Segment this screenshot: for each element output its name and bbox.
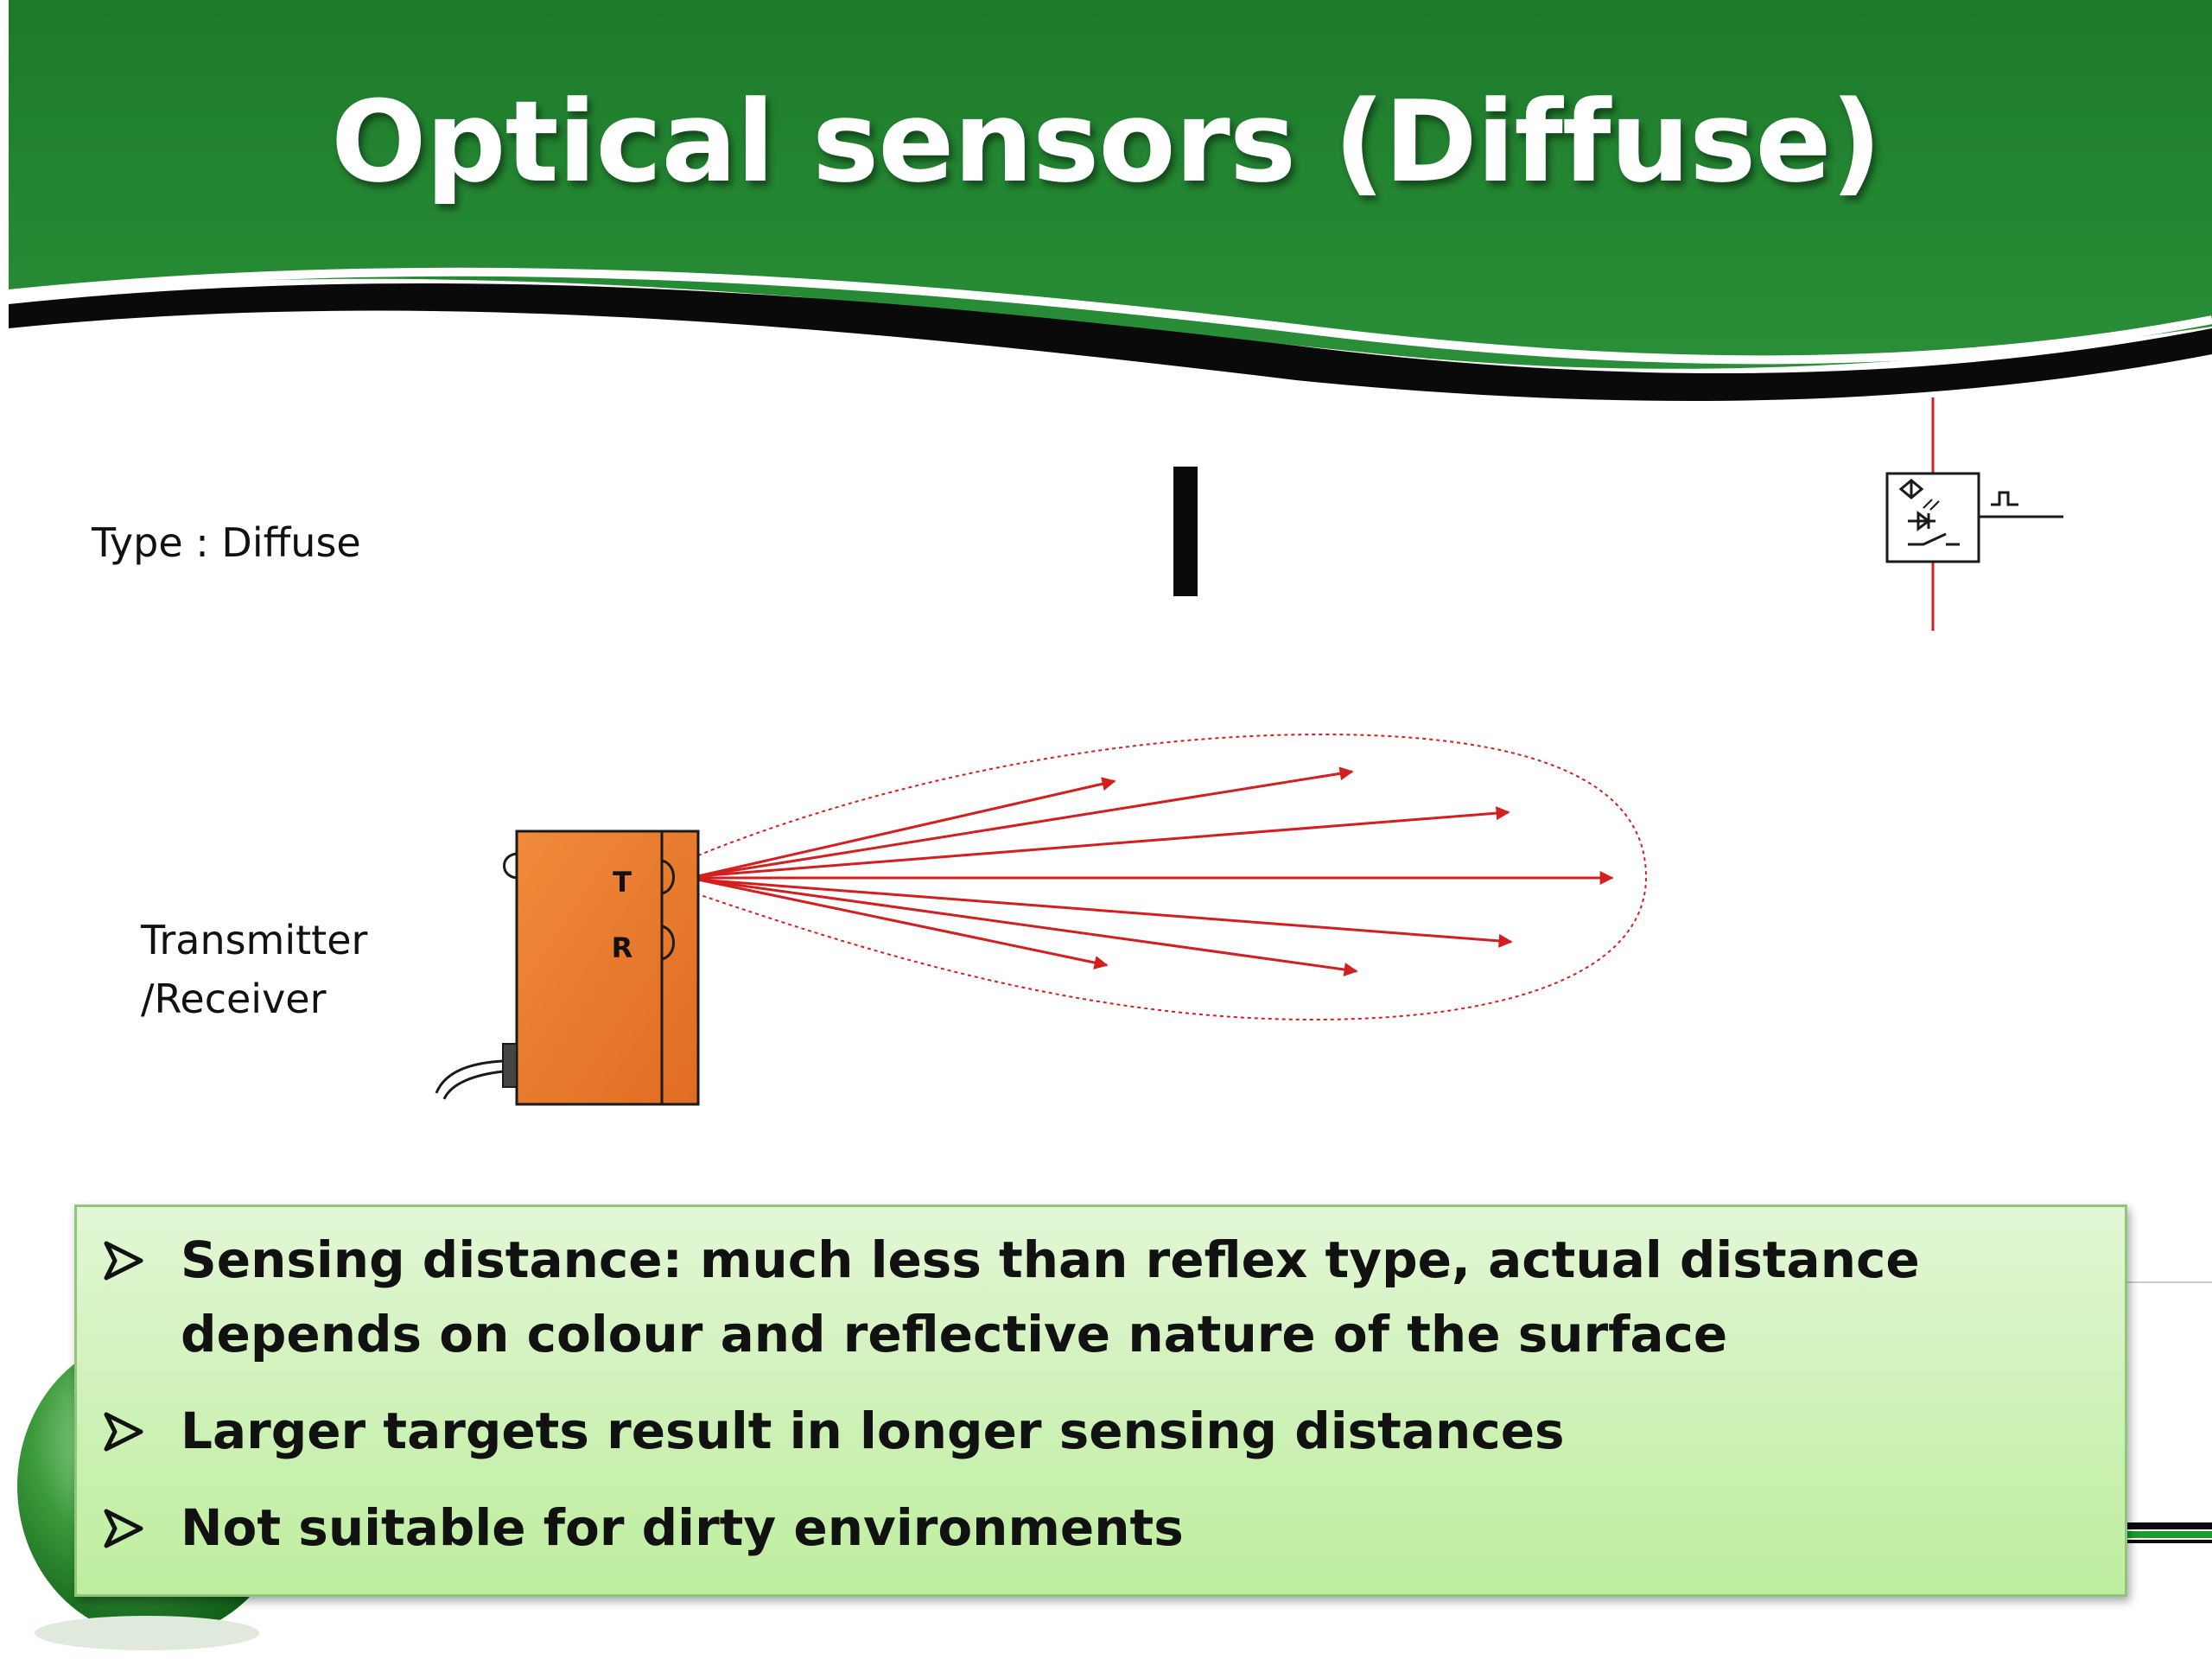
light-beams: [697, 766, 1614, 976]
beam: [697, 878, 1358, 976]
beam: [697, 878, 1513, 948]
cable: [435, 1059, 504, 1100]
target-bar: [1173, 467, 1198, 596]
receiver-label: /Receiver: [141, 976, 327, 1022]
header-banner: [8, 0, 2212, 401]
optical-sensor-symbol-icon: [1885, 397, 2063, 631]
arrowhead-bullet-icon: [104, 1241, 143, 1281]
transmitter-label: Transmitter: [141, 917, 368, 963]
cable-connector: [502, 1043, 518, 1088]
bullet-text: Sensing distance: much less than reflex …: [181, 1230, 1920, 1363]
bullet-text: Larger targets result in longer sensing …: [181, 1402, 1565, 1460]
arrowhead-bullet-icon: [104, 1509, 143, 1548]
receiver-letter: R: [612, 931, 633, 964]
transmitter-letter: T: [613, 866, 632, 899]
bullet-text: Not suitable for dirty environments: [181, 1498, 1184, 1557]
diffuse-sensor-diagram: T R: [435, 397, 2063, 1106]
bullet-item: Larger targets result in longer sensing …: [77, 1394, 2090, 1468]
beam: [697, 777, 1116, 878]
slide-title: Optical sensors (Diffuse): [331, 76, 1882, 207]
pulse-signal-icon: [1991, 491, 2018, 506]
beam: [697, 766, 1354, 878]
header-swoosh: [9, 283, 2212, 401]
type-label: Type : Diffuse: [92, 519, 361, 566]
beam: [697, 806, 1510, 878]
beam: [697, 878, 1109, 969]
arrowhead-bullet-icon: [104, 1412, 143, 1452]
sensor-body: T R: [435, 830, 700, 1106]
bullet-item: Not suitable for dirty environments: [77, 1491, 2090, 1565]
detection-zone-outline: [697, 733, 1648, 1021]
bullet-item: Sensing distance: much less than reflex …: [77, 1223, 2090, 1371]
key-points-box: Sensing distance: much less than reflex …: [74, 1205, 2127, 1597]
